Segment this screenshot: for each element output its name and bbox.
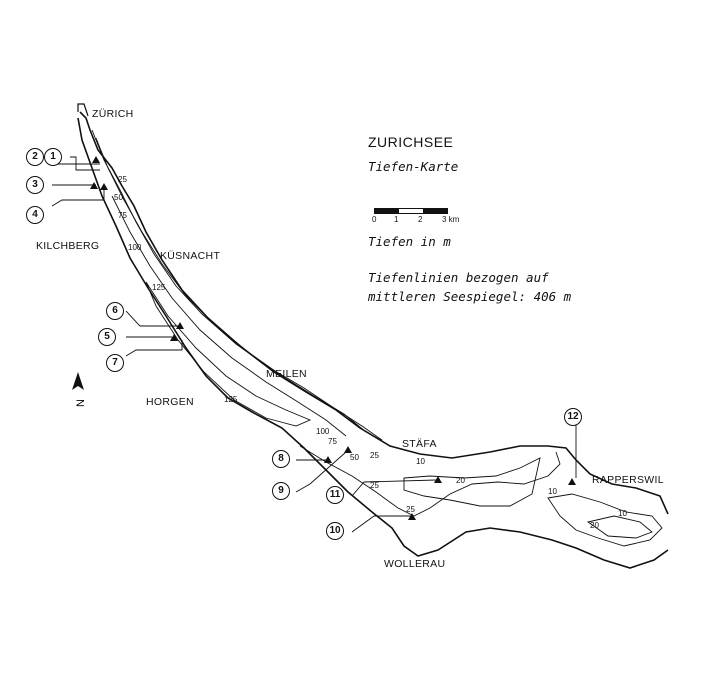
- depth-label: 75: [118, 211, 127, 220]
- station-number: 2: [26, 148, 44, 166]
- depth-label: 25: [370, 451, 379, 460]
- station-number: 7: [106, 354, 124, 372]
- station-marker: [100, 183, 108, 190]
- station-markers: [90, 156, 576, 520]
- contour-10-inner: [586, 515, 653, 539]
- reference-note-line2: mittleren Seespiegel: 406 m: [368, 289, 572, 304]
- depth-label: 50: [350, 453, 359, 462]
- place-wollerau: WOLLERAU: [384, 558, 446, 570]
- station-marker: [324, 456, 332, 463]
- scale-bar-segment: [423, 209, 447, 213]
- scale-bar-segment: [375, 209, 399, 213]
- scale-bar-frame: [374, 208, 448, 214]
- depth-label: 10: [618, 509, 627, 518]
- place-horgen: HORGEN: [146, 396, 194, 408]
- depth-unit: Tiefen in m: [368, 234, 451, 249]
- scale-label: 0: [372, 215, 377, 224]
- scale-label: 3 km: [442, 215, 460, 224]
- place-zurich: ZÜRICH: [92, 108, 134, 120]
- station-marker: [90, 182, 98, 189]
- station-number: 8: [272, 450, 290, 468]
- place-meilen: MEILEN: [266, 368, 307, 380]
- place-kilchberg: KILCHBERG: [36, 240, 100, 252]
- station-number: 5: [98, 328, 116, 346]
- depth-label: 125: [224, 395, 238, 404]
- station-number: 4: [26, 206, 44, 224]
- station-number: 12: [564, 408, 582, 426]
- depth-label: 10: [548, 487, 557, 496]
- contour-25-south: [299, 445, 561, 517]
- contour-100: [111, 195, 347, 437]
- station-marker: [176, 322, 184, 329]
- station-marker: [92, 156, 100, 163]
- station-marker: [568, 478, 576, 485]
- depth-label: 20: [590, 521, 599, 530]
- scale-bar: 0 1 2 3 km: [372, 206, 462, 226]
- depth-label: 20: [456, 476, 465, 485]
- place-kusnacht: KÜSNACHT: [160, 250, 221, 262]
- map-title: ZURICHSEE: [368, 134, 454, 150]
- depth-label: 50: [114, 193, 123, 202]
- contour-10-east: [547, 493, 663, 547]
- station-marker: [408, 513, 416, 520]
- depth-label: 75: [328, 437, 337, 446]
- station-number: 9: [272, 482, 290, 500]
- shoreline-north: [79, 111, 669, 515]
- scale-label: 1: [394, 215, 399, 224]
- depth-label: 25: [118, 175, 127, 184]
- depth-label: 125: [152, 283, 166, 292]
- contour-50: [95, 137, 367, 433]
- north-label: N: [75, 399, 87, 407]
- zurich-harbor: [77, 103, 89, 117]
- station-marker: [344, 446, 352, 453]
- place-stafa: STÄFA: [402, 438, 437, 450]
- shoreline-south: [77, 117, 669, 569]
- depth-label: 25: [406, 505, 415, 514]
- depth-label: 100: [316, 427, 330, 436]
- station-number: 11: [326, 486, 344, 504]
- station-number: 3: [26, 176, 44, 194]
- depth-label: 100: [128, 243, 142, 252]
- map-subtitle: Tiefen-Karte: [368, 159, 459, 174]
- contour-25: [91, 129, 383, 441]
- station-marker: [434, 476, 442, 483]
- depth-labels: 25 50 75 100 125 125 100 75 50 25 10 25 …: [114, 175, 627, 530]
- station-number: 10: [326, 522, 344, 540]
- scale-label: 2: [418, 215, 423, 224]
- north-arrow-icon: N: [72, 372, 87, 407]
- contour-20: [403, 457, 541, 507]
- station-number: 1: [44, 148, 62, 166]
- reference-note-line1: Tiefenlinien bezogen auf: [368, 270, 549, 285]
- depth-label: 25: [370, 481, 379, 490]
- station-number: 6: [106, 302, 124, 320]
- depth-label: 10: [416, 457, 425, 466]
- station-marker: [170, 334, 178, 341]
- place-rapperswil: RAPPERSWIL: [592, 474, 664, 486]
